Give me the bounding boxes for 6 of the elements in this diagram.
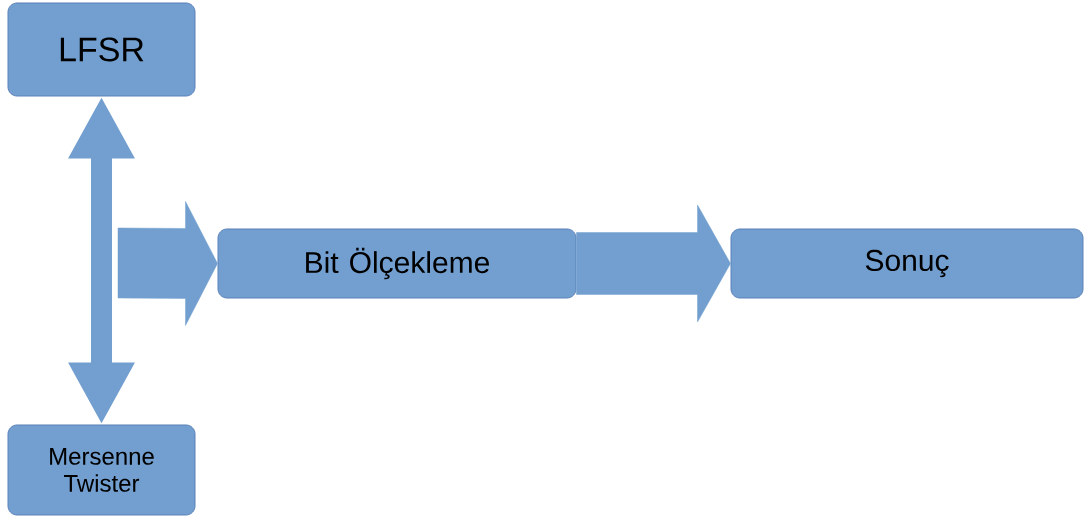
process-box: LFSR [7, 2, 196, 97]
block-arrow [117, 201, 218, 326]
process-box: Mersenne Twister [7, 424, 196, 516]
block-arrow [576, 204, 731, 323]
process-box: Sonuç [730, 228, 1084, 299]
process-box: Bit Ölçekleme [217, 228, 577, 299]
